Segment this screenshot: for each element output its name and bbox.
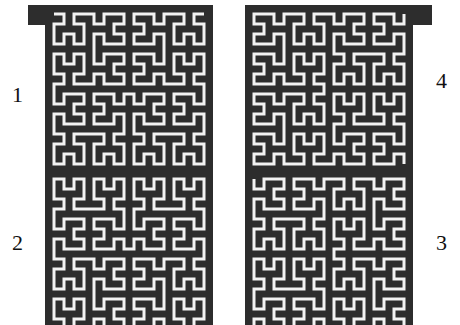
maze-curve bbox=[254, 14, 404, 164]
panel-ground bbox=[245, 5, 413, 173]
callout-number: 1 bbox=[12, 84, 23, 106]
panel-ground bbox=[45, 170, 213, 325]
maze-panel bbox=[45, 5, 213, 173]
maze-panel bbox=[245, 5, 413, 173]
tab-bar bbox=[410, 5, 432, 25]
maze-panel bbox=[45, 170, 213, 325]
callout-number: 2 bbox=[12, 232, 23, 254]
callout-number: 4 bbox=[436, 70, 447, 92]
panel-ground bbox=[245, 170, 413, 325]
callout-number: 3 bbox=[436, 232, 447, 254]
maze-curve bbox=[54, 179, 204, 325]
maze-panel bbox=[245, 170, 413, 325]
panel-ground bbox=[45, 5, 213, 173]
maze-curve bbox=[254, 179, 404, 325]
maze-curve bbox=[54, 14, 204, 164]
